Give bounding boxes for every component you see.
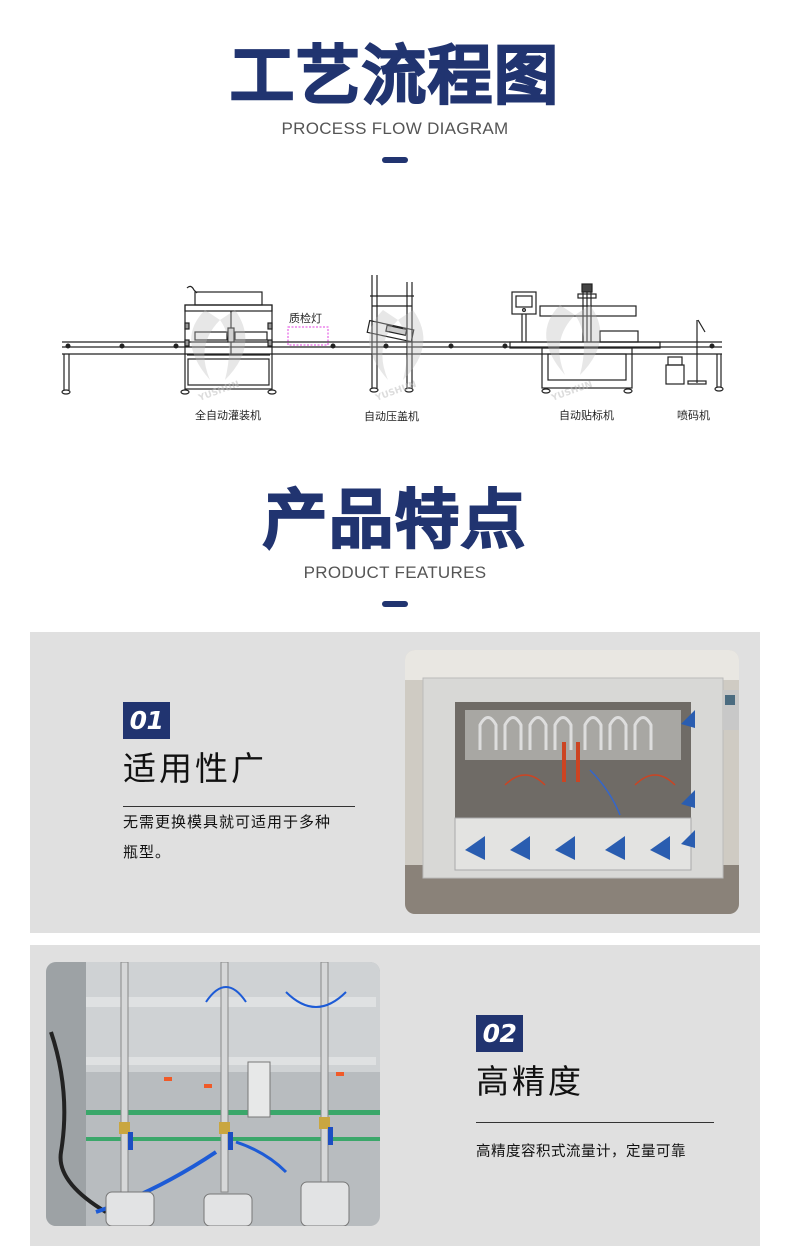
feature-description: 高精度容积式流量计，定量可靠 [476,1144,686,1160]
feature-number-badge: 01 [123,702,170,739]
feature-divider [123,806,355,807]
coding-machine-label: 喷码机 [677,409,710,422]
feature-card-2: 02 高精度 高精度容积式流量计，定量可靠 [30,945,760,1246]
feature-number-badge: 02 [476,1015,523,1052]
process-flow-diagram: YUSHUN YUSHUN YUSHUN 质检灯 全自动灌装机 自动压盖机 自动… [50,270,740,430]
labeling-machine-label: 自动贴标机 [559,409,614,422]
feature-divider [476,1122,714,1123]
svg-text:YUSHUN: YUSHUN [196,380,240,404]
conveyor-line-drawing: YUSHUN YUSHUN YUSHUN [61,275,724,404]
feature-title: 适用性广 [123,749,267,788]
features-title: 产品特点 [262,484,527,558]
feature-title: 高精度 [476,1062,584,1101]
feature-description: 无需更换模具就可适用于多种 瓶型。 [123,813,332,861]
features-section-header: 产品特点 PRODUCT FEATURES [0,484,790,607]
title-dash-divider [382,157,408,163]
process-title: 工艺流程图 [229,40,560,114]
capping-machine-label: 自动压盖机 [364,410,419,423]
features-subtitle: PRODUCT FEATURES [303,563,487,582]
flow-meter-closeup-photo [46,962,380,1226]
qc-light-label: 质检灯 [289,312,322,325]
feature-card-1: 01 适用性广 无需更换模具就可适用于多种 瓶型。 [30,632,760,933]
process-subtitle: PROCESS FLOW DIAGRAM [281,119,509,138]
filling-machine-label: 全自动灌装机 [195,409,261,422]
svg-text:YUSHUN: YUSHUN [549,380,593,404]
process-section-header: 工艺流程图 PROCESS FLOW DIAGRAM [0,40,790,163]
title-dash-divider [382,601,408,607]
filling-machine-front-photo [405,650,739,914]
